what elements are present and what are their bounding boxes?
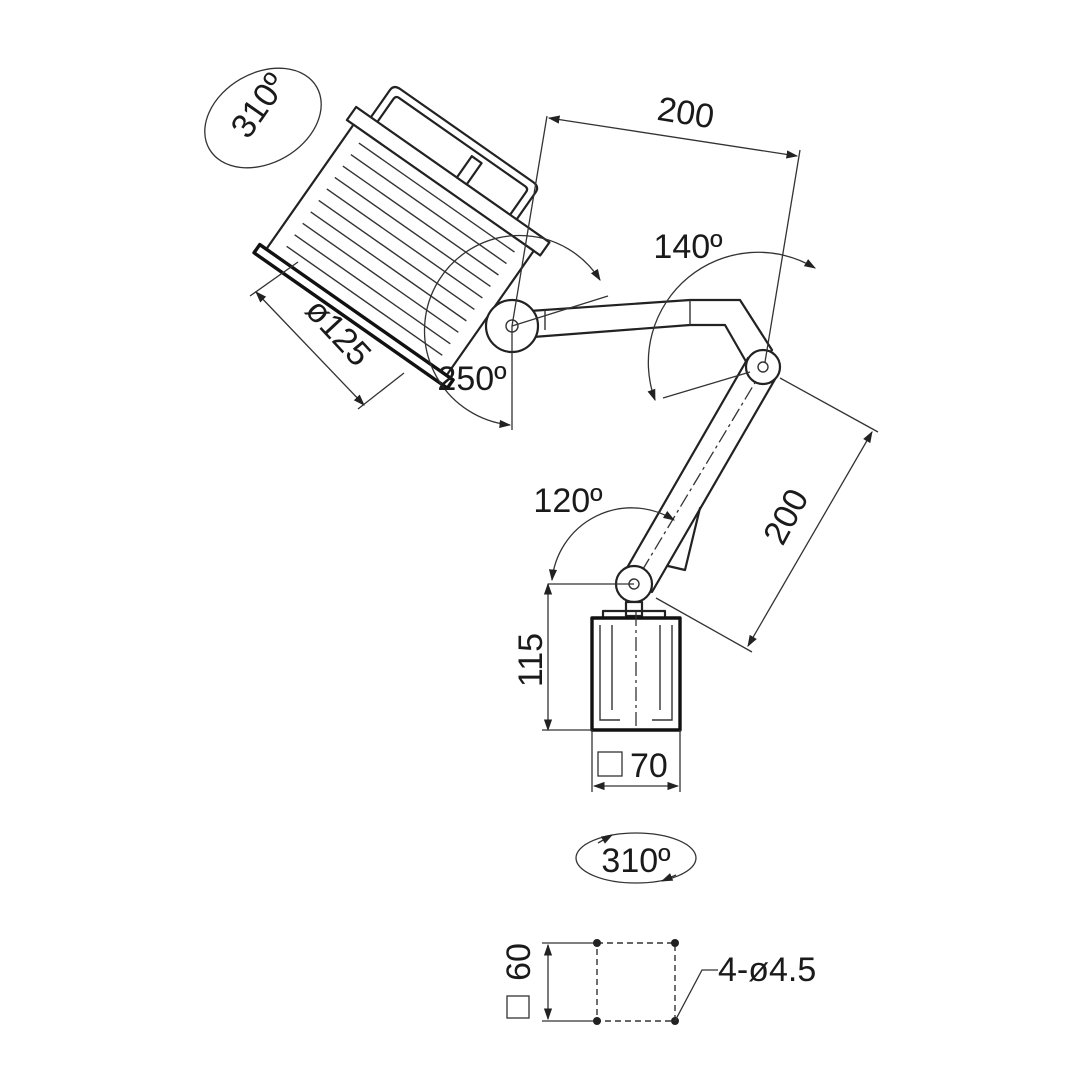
head-joint-angle-dim: 250º bbox=[423, 234, 609, 430]
upper-arm bbox=[513, 298, 774, 374]
upper-arm-length-label: 200 bbox=[655, 90, 717, 136]
mount-holes-label: 4-ø4.5 bbox=[718, 951, 816, 989]
base-block bbox=[590, 609, 682, 732]
head-joint-angle-label: 250º bbox=[437, 360, 506, 398]
base-rotation-indicator: 310º bbox=[575, 832, 697, 884]
lower-arm bbox=[618, 356, 780, 594]
elbow-joint bbox=[744, 348, 782, 386]
elbow-angle-dim: 140º bbox=[647, 228, 817, 402]
head-rotation-label: 310º bbox=[224, 66, 295, 144]
elbow-angle-label: 140º bbox=[653, 228, 722, 266]
mount-hole bbox=[671, 939, 679, 947]
mount-hole bbox=[593, 1017, 601, 1025]
lamp-head bbox=[252, 85, 551, 390]
base-width-label: 70 bbox=[630, 747, 668, 785]
base-joint-angle-dim: 120º bbox=[533, 482, 675, 585]
mount-square-label: 60 bbox=[500, 943, 538, 981]
square-symbol-icon bbox=[506, 995, 530, 1019]
base-joint-angle-label: 120º bbox=[533, 482, 602, 520]
lower-arm-length-label: 200 bbox=[756, 483, 816, 551]
base-width-dim: 70 bbox=[591, 730, 681, 792]
square-symbol-icon bbox=[597, 751, 623, 777]
mounting-plate: 60 4-ø4.5 bbox=[500, 939, 816, 1025]
base-rotation-label: 310º bbox=[601, 842, 670, 880]
base-joint bbox=[614, 564, 654, 618]
head-rotation-indicator: 310º bbox=[204, 66, 322, 169]
base-height-label: 115 bbox=[512, 633, 550, 687]
mount-hole bbox=[593, 939, 601, 947]
base-height-dim: 115 bbox=[512, 582, 592, 732]
